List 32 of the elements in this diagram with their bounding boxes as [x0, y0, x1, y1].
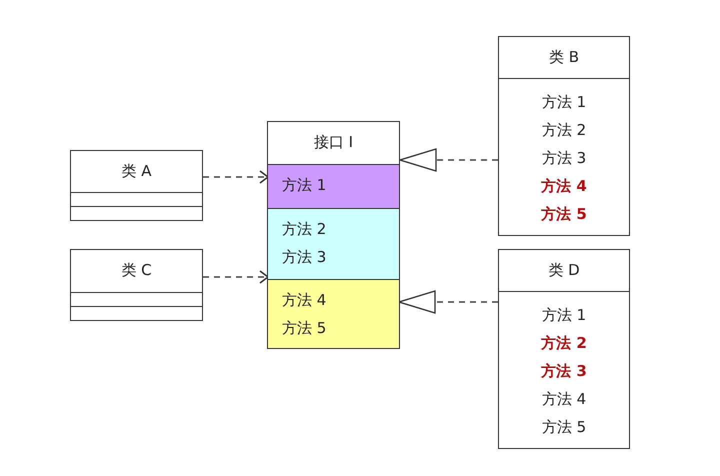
method-name: 方法 1	[282, 176, 326, 195]
class-box	[70, 150, 203, 221]
method-name: 方法 4	[542, 390, 586, 409]
class-box	[498, 36, 630, 236]
method-name: 方法 2	[542, 121, 586, 140]
class-name: 类 C	[121, 261, 152, 280]
method-name: 方法 5	[541, 205, 587, 224]
realization-arrow	[399, 148, 498, 172]
realization-arrow	[398, 290, 498, 314]
method-name: 方法 5	[282, 319, 326, 338]
method-name: 方法 3	[282, 248, 326, 267]
method-name: 方法 2	[541, 334, 587, 353]
method-compartment	[268, 164, 399, 208]
interface-title: 接口 I	[312, 133, 354, 152]
method-name: 方法 5	[542, 418, 586, 437]
method-name: 方法 3	[542, 149, 586, 168]
method-compartment	[268, 279, 399, 348]
dependency-arrow	[203, 170, 269, 184]
class-name: 类 B	[548, 48, 580, 67]
method-name: 方法 1	[542, 93, 586, 112]
method-name: 方法 4	[541, 177, 587, 196]
method-compartment	[268, 208, 399, 279]
method-name: 方法 2	[282, 220, 326, 239]
class-name: 类 D	[548, 261, 580, 280]
dependency-arrow	[203, 270, 269, 284]
interface-box	[267, 121, 400, 349]
method-name: 方法 4	[282, 291, 326, 310]
class-box	[498, 249, 630, 449]
method-name: 方法 3	[541, 362, 587, 381]
method-name: 方法 1	[542, 306, 586, 325]
class-box	[70, 249, 203, 321]
class-name: 类 A	[121, 162, 152, 181]
